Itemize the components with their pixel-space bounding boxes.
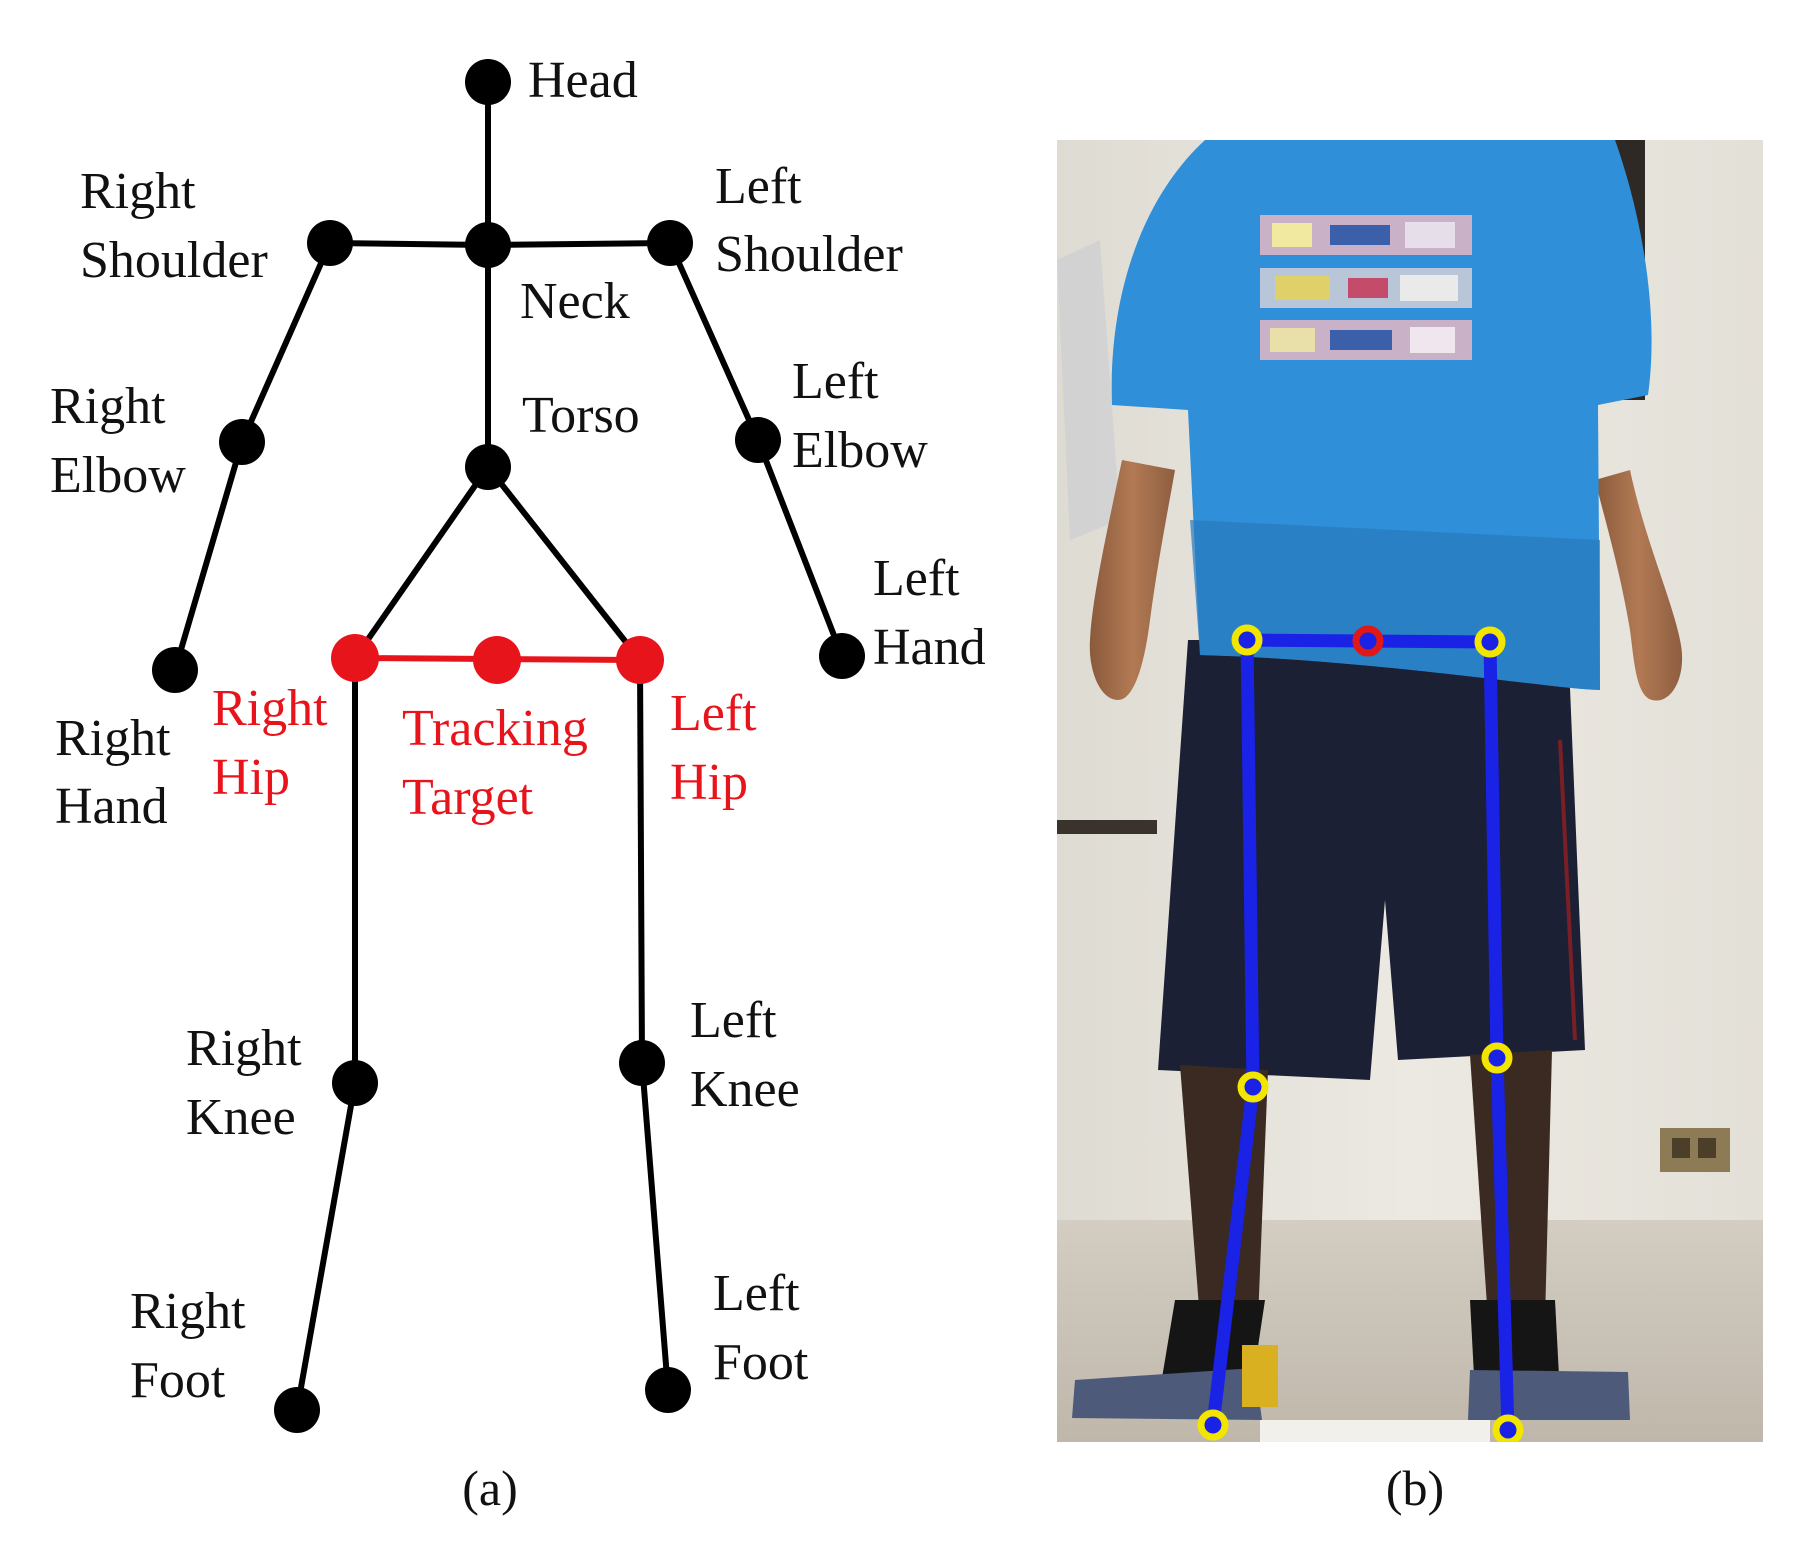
bone-neck-right-shoulder <box>327 240 491 248</box>
joint-head <box>465 59 511 105</box>
photo-tracked-skeleton <box>1206 633 1515 1437</box>
label-left-knee: Left Knee <box>690 992 800 1118</box>
photo-shorts <box>1158 640 1585 1080</box>
joint-labels: Head Right Shoulder Left Shoulder Neck T… <box>50 52 986 1409</box>
bone-torso-right-hip <box>352 464 491 661</box>
label-head: Head <box>528 52 638 109</box>
joint-neck <box>465 222 511 268</box>
photo-wall-outlet <box>1660 1128 1730 1172</box>
joint-tracking-target <box>473 636 521 684</box>
label-tracking-target: Tracking Target <box>402 700 601 826</box>
joint-left-shoulder <box>647 220 693 266</box>
joint-left-elbow <box>735 417 781 463</box>
photo-marker-right-foot <box>1197 1409 1229 1441</box>
bone-torso-left-hip <box>485 464 643 663</box>
panel-a-skeleton-diagram: Head Right Shoulder Left Shoulder Neck T… <box>50 52 986 1516</box>
label-right-foot: Right Foot <box>130 1283 259 1409</box>
photo-joint-markers <box>1197 624 1524 1442</box>
photo-left-sandal <box>1468 1370 1630 1420</box>
photo-wall-outlet-slot-1 <box>1672 1138 1690 1158</box>
joint-left-foot <box>645 1367 691 1413</box>
photo-wall-glare <box>1057 240 1120 540</box>
label-right-hand: Right Hand <box>55 710 184 835</box>
photo-left-frame <box>1057 820 1157 834</box>
bone-right-forearm <box>172 439 245 673</box>
joint-right-hip <box>331 634 379 682</box>
photo-right-arm <box>1089 460 1175 700</box>
bone-left-forearm <box>755 437 845 659</box>
photo-left-thigh <box>1483 635 1504 1065</box>
skeleton-bones <box>172 79 845 1413</box>
photo-marker-left-knee <box>1481 1042 1513 1074</box>
photo-marker-left-foot <box>1492 1414 1524 1442</box>
label-left-hand: Left Hand <box>873 550 986 676</box>
photo-marker-right-hip <box>1231 624 1263 656</box>
photo-floor-paper <box>1260 1420 1490 1442</box>
joint-left-hand <box>819 633 865 679</box>
caption-panel-a: (a) <box>462 1460 518 1516</box>
bone-right-upper-arm <box>239 240 333 445</box>
bone-left-shin <box>639 1060 671 1393</box>
joint-left-knee <box>619 1040 665 1086</box>
photo-shorts-stripe <box>1558 739 1577 1041</box>
joint-right-shoulder <box>307 220 353 266</box>
joint-torso <box>465 444 511 490</box>
label-neck: Neck <box>520 273 630 330</box>
caption-panel-b: (b) <box>1386 1460 1444 1516</box>
photo-right-shin <box>1206 1080 1260 1432</box>
photo-left-leg <box>1470 1050 1552 1320</box>
joint-left-hip <box>616 636 664 684</box>
photo-marker-tracking-target <box>1352 625 1384 657</box>
label-left-shoulder: Left Shoulder <box>715 158 903 283</box>
label-left-elbow: Left Elbow <box>792 353 928 479</box>
photo-scene <box>1057 140 1763 1442</box>
photo-wall-outlet-slot-2 <box>1698 1138 1716 1158</box>
photo-marker-right-knee <box>1237 1071 1269 1103</box>
skeleton-joints <box>152 59 865 1433</box>
joint-right-knee <box>332 1060 378 1106</box>
bone-right-shin <box>294 1080 358 1413</box>
photo-marker-left-hip <box>1474 626 1506 658</box>
photo-left-shin <box>1490 1051 1515 1437</box>
bone-neck-left-shoulder <box>485 240 673 248</box>
photo-shirt-print <box>1260 215 1472 360</box>
joint-right-foot <box>274 1387 320 1433</box>
highlighted-labels: Right Hip Tracking Target Left Hip <box>212 680 770 826</box>
photo-floor-marker <box>1242 1345 1278 1407</box>
label-right-shoulder: Right Shoulder <box>80 163 268 289</box>
label-torso: Torso <box>522 387 640 444</box>
highlighted-joints <box>331 634 664 684</box>
panel-b-photo: (b) <box>1057 140 1763 1516</box>
bone-left-upper-arm <box>667 240 761 443</box>
label-right-knee: Right Knee <box>186 1020 315 1146</box>
bone-left-thigh <box>637 657 645 1066</box>
label-left-foot: Left Foot <box>713 1265 813 1391</box>
photo-right-thigh <box>1240 633 1260 1094</box>
label-left-hip: Left Hip <box>670 685 770 811</box>
joint-right-hand <box>152 647 198 693</box>
joint-right-elbow <box>219 419 265 465</box>
label-right-hip: Right Hip <box>212 680 341 806</box>
photo-left-arm <box>1595 470 1683 701</box>
label-right-elbow: Right Elbow <box>50 378 186 504</box>
